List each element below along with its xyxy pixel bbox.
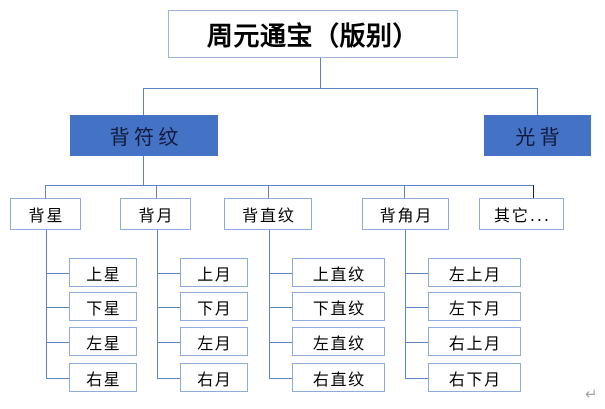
node-root-title[interactable]: 周元通宝（版别） — [168, 10, 458, 58]
connector-beijiaoyue-stub-4 — [405, 378, 429, 379]
node-bei-jiao-yue[interactable]: 背角月 — [362, 198, 449, 230]
node-bei-xing[interactable]: 背星 — [10, 198, 81, 230]
connector-level3-bus — [45, 185, 534, 186]
connector-beiyue-stub-3 — [157, 342, 181, 343]
leaf-xia-zhi-wen[interactable]: 下直纹 — [292, 292, 385, 321]
node-qi-ta[interactable]: 其它... — [479, 198, 564, 230]
connector-beiyue-stub-1 — [157, 273, 181, 274]
connector-beizhiwen-stub-2 — [269, 307, 293, 308]
connector-beizhiwen-stub-4 — [269, 378, 293, 379]
connector-beifuwen-stem — [143, 156, 144, 186]
leaf-zuo-zhi-wen[interactable]: 左直纹 — [292, 327, 385, 356]
connector-beijiaoyue-stub-1 — [405, 273, 429, 274]
node-bei-yue[interactable]: 背月 — [120, 198, 191, 230]
connector-level2-bus — [143, 88, 537, 89]
leaf-you-shang-yue[interactable]: 右上月 — [428, 327, 521, 356]
connector-beixing-stub-4 — [46, 378, 70, 379]
leaf-you-xia-yue[interactable]: 右下月 — [428, 363, 521, 392]
node-bei-zhi-wen[interactable]: 背直纹 — [224, 198, 312, 230]
leaf-xia-yue[interactable]: 下月 — [180, 292, 248, 321]
leaf-you-zhi-wen[interactable]: 右直纹 — [292, 363, 385, 392]
connector-beixing-stub-1 — [46, 273, 70, 274]
leaf-xia-xing[interactable]: 下星 — [69, 292, 137, 321]
connector-level3-drop-beizhiwen — [268, 185, 269, 198]
leaf-shang-zhi-wen[interactable]: 上直纹 — [292, 258, 385, 287]
connector-beizhiwen-stub-3 — [269, 342, 293, 343]
connector-level3-drop-beijiaoyue — [404, 185, 405, 198]
leaf-you-xing[interactable]: 右星 — [69, 363, 137, 392]
connector-level2-drop-left — [143, 88, 144, 115]
connector-beijiaoyue-stub-2 — [405, 307, 429, 308]
connector-level3-drop-beixing — [45, 185, 46, 198]
connector-beiyue-stem — [157, 230, 158, 379]
leaf-shang-yue[interactable]: 上月 — [180, 258, 248, 287]
connector-beijiaoyue-stem — [405, 230, 406, 379]
connector-beiyue-stub-4 — [157, 378, 181, 379]
connector-beixing-stem — [46, 230, 47, 379]
leaf-shang-xing[interactable]: 上星 — [69, 258, 137, 287]
connector-level3-drop-beiyue — [156, 185, 157, 198]
leaf-zuo-xing[interactable]: 左星 — [69, 327, 137, 356]
leaf-you-yue[interactable]: 右月 — [180, 363, 248, 392]
connector-root-stem — [320, 58, 321, 89]
connector-beixing-stub-3 — [46, 342, 70, 343]
connector-beixing-stub-2 — [46, 307, 70, 308]
leaf-zuo-shang-yue[interactable]: 左上月 — [428, 258, 521, 287]
connector-level3-drop-qita — [533, 185, 534, 198]
paragraph-return-mark: ↵ — [585, 385, 598, 403]
connector-level2-drop-right — [537, 88, 538, 115]
connector-beizhiwen-stub-1 — [269, 273, 293, 274]
leaf-zuo-yue[interactable]: 左月 — [180, 327, 248, 356]
connector-beizhiwen-stem — [269, 230, 270, 379]
connector-beijiaoyue-stub-3 — [405, 342, 429, 343]
node-bei-fu-wen[interactable]: 背符纹 — [70, 115, 218, 156]
leaf-zuo-xia-yue[interactable]: 左下月 — [428, 292, 521, 321]
connector-beiyue-stub-2 — [157, 307, 181, 308]
node-guang-bei[interactable]: 光背 — [484, 115, 591, 156]
